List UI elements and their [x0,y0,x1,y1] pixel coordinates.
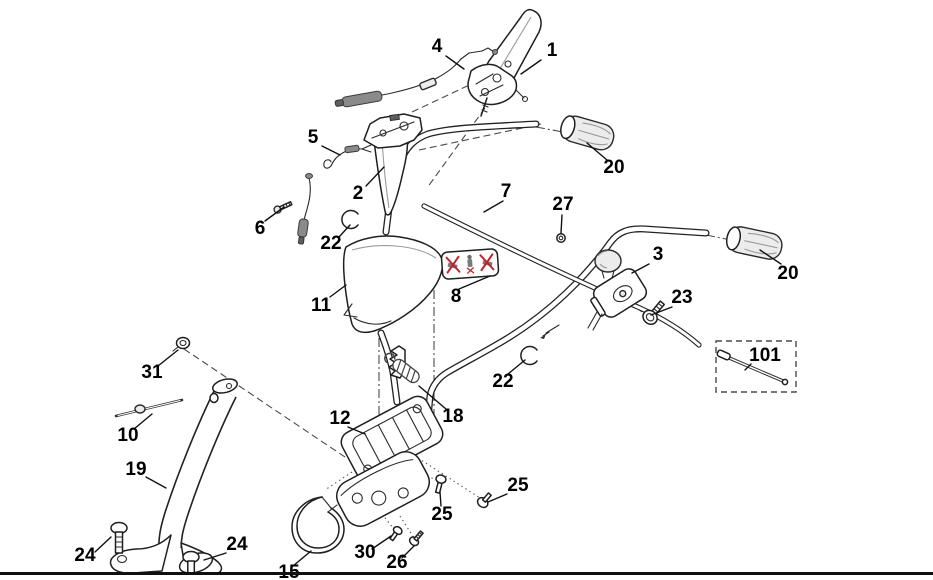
part-label-7[interactable]: 7 [501,181,512,202]
leader-line-4 [445,55,465,70]
part-label-15[interactable]: 15 [278,562,300,580]
leader-line-15 [292,550,312,567]
part-label-22b[interactable]: 22 [492,371,513,392]
leader-line-6 [264,206,285,222]
part-20-grip-right [725,226,783,260]
part-25-screw-right [476,492,492,509]
leader-line-26 [401,545,415,559]
part-label-1[interactable]: 1 [547,40,558,61]
part-label-12[interactable]: 12 [329,408,350,429]
leader-line-20a [586,142,608,161]
part-label-25b[interactable]: 25 [507,475,529,496]
leader-line-11 [329,284,347,298]
part-label-11[interactable]: 11 [311,295,332,316]
leader-line-7 [483,200,504,213]
part-25-screw-left [434,474,447,494]
leader-line-24b [203,552,227,561]
part-11-cover [343,235,444,334]
part-26-screw [408,530,424,547]
leader-line-23 [650,306,673,316]
part-label-8[interactable]: 8 [451,286,462,307]
part-20-grip-top [560,115,615,151]
part-pin [540,324,560,339]
part-label-101[interactable]: 101 [749,345,781,366]
part-label-6[interactable]: 6 [255,218,266,239]
leader-line-25b [487,493,508,503]
part-18-spring [384,352,420,384]
leader-line-24a [94,536,112,553]
leader-line-5 [321,145,341,156]
part-label-24b[interactable]: 24 [226,534,248,555]
leader-line-12 [347,426,366,435]
part-label-2[interactable]: 2 [353,183,364,204]
leader-line-22b [507,359,526,375]
part-label-31[interactable]: 31 [141,362,163,383]
leader-line-2 [365,166,385,187]
part-10-rod [114,398,184,418]
part-label-19[interactable]: 19 [125,459,146,480]
part-12-housing-lower [336,451,430,527]
leader-line-8 [458,275,491,290]
leader-line-3 [631,263,650,274]
part-15-cable-ring [291,496,345,554]
bottom-rule [0,572,933,575]
leader-line-31 [157,349,179,367]
part-label-25a[interactable]: 25 [431,504,453,525]
part-3-knob [587,249,648,331]
part-label-3[interactable]: 3 [653,244,664,265]
leader-line-25a [439,491,442,507]
part-label-20b[interactable]: 20 [777,263,798,284]
part-24-bolt-mid [182,550,200,574]
part-30-screw [389,525,403,542]
part-label-27[interactable]: 27 [552,194,573,215]
part-31-nut [172,336,191,352]
part-22-clip-a [341,209,359,230]
leader-line-27 [560,214,563,234]
part-label-24a[interactable]: 24 [74,545,96,566]
leader-line-18 [418,385,447,410]
part-4-cable [334,47,498,108]
part-22-clip-b [520,345,538,366]
leader-line-20b [759,249,782,265]
part-24-bolt-left [110,521,128,554]
part-label-4[interactable]: 4 [432,36,443,57]
leader-line-101 [744,363,752,371]
part-label-22a[interactable]: 22 [320,233,341,254]
part-label-18[interactable]: 18 [442,406,463,427]
part-label-20a[interactable]: 20 [603,157,624,178]
part-27-nut [556,233,566,243]
part-label-10[interactable]: 10 [117,425,138,446]
part-19-lower-handlebar [109,378,238,575]
leader-line-10 [133,413,153,430]
part-label-23[interactable]: 23 [671,287,692,308]
part-1-control-lever [467,8,542,117]
part-label-26[interactable]: 26 [386,552,407,573]
leader-line-19 [145,476,167,489]
part-101-tool-box [715,340,797,393]
leader-line-22a [338,224,351,238]
part-2-lever [363,113,423,216]
part-label-30[interactable]: 30 [354,542,375,563]
leader-line-1 [520,59,542,75]
part-8-safety-sticker [440,248,500,280]
leader-line-30 [371,535,392,550]
part-5-cable [297,144,372,245]
part-label-5[interactable]: 5 [308,127,319,148]
